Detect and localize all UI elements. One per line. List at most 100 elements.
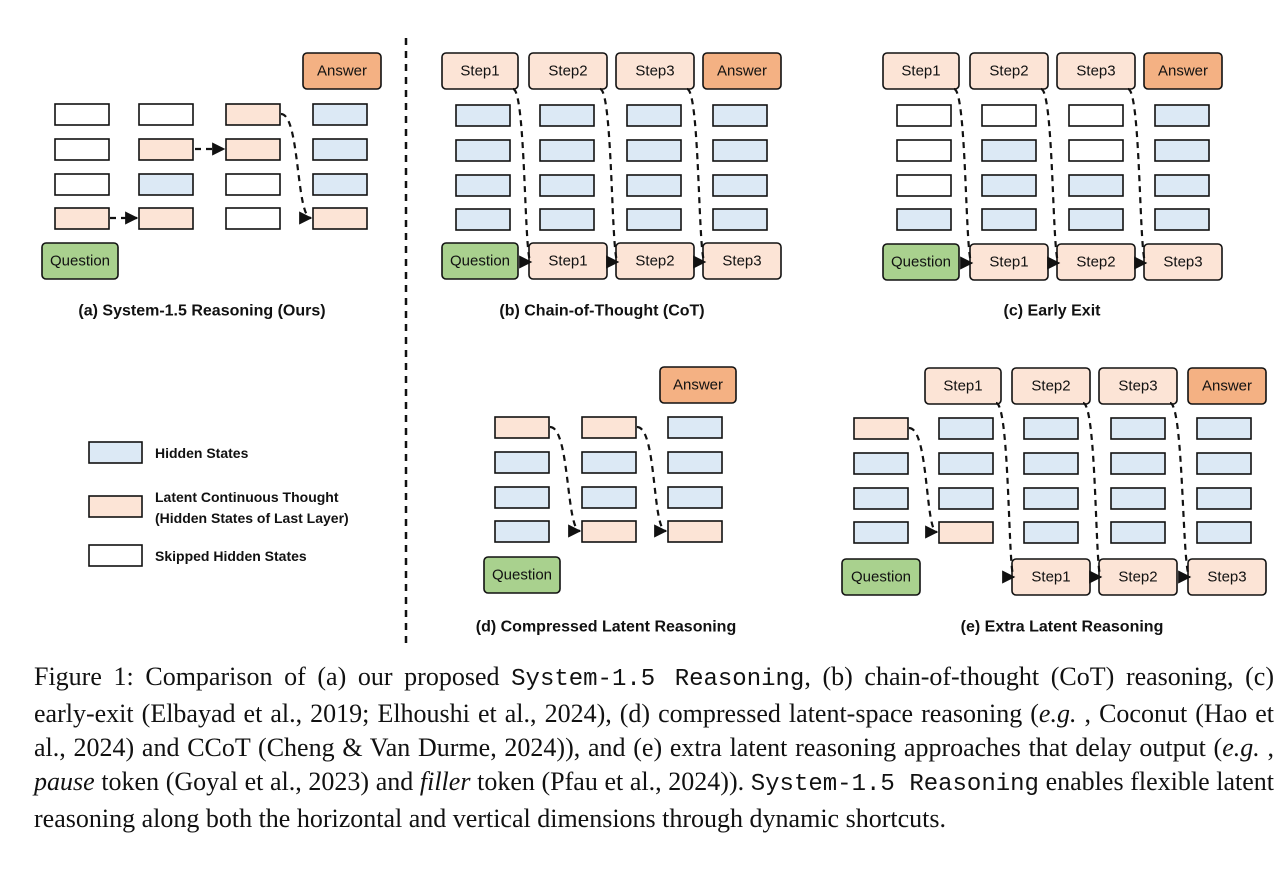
hidden-state bbox=[1154, 139, 1210, 162]
hidden-state bbox=[1196, 521, 1252, 544]
legend-label-hidden: Hidden States bbox=[155, 445, 249, 461]
hidden-state bbox=[539, 104, 595, 127]
shortcut-arrow bbox=[1126, 87, 1148, 270]
answer-label-text: Answer bbox=[673, 377, 723, 394]
caption-text: token (Goyal et al., 2023) and bbox=[94, 767, 420, 796]
hidden-state bbox=[539, 208, 595, 231]
caption-pause: pause bbox=[34, 767, 95, 796]
hidden-state bbox=[712, 139, 768, 162]
hidden-state bbox=[581, 486, 637, 509]
step1-label-text: Step1 bbox=[1031, 569, 1070, 586]
answer-label bbox=[702, 52, 782, 90]
shortcut-arrow bbox=[549, 425, 582, 538]
question-label bbox=[41, 242, 119, 280]
skipped-state bbox=[1068, 104, 1124, 127]
caption-filler: filler bbox=[419, 767, 471, 796]
step1-label-text: Step1 bbox=[901, 63, 940, 80]
hidden-state bbox=[626, 139, 682, 162]
hidden-state bbox=[1110, 417, 1166, 440]
step3-label-text: Step3 bbox=[1118, 378, 1157, 395]
hidden-state bbox=[494, 451, 550, 474]
hidden-state bbox=[494, 520, 550, 543]
panel-caption-b: (b) Chain-of-Thought (CoT) bbox=[499, 303, 704, 320]
shortcut-arrow bbox=[598, 87, 620, 269]
shortcut-arrow bbox=[908, 426, 939, 539]
hidden-state bbox=[981, 174, 1037, 197]
hidden-state bbox=[712, 174, 768, 197]
hidden-state bbox=[938, 452, 994, 475]
hidden-state bbox=[712, 208, 768, 231]
answer-label-text: Answer bbox=[717, 63, 767, 80]
latent-thought bbox=[853, 417, 909, 440]
step3-label-text: Step3 bbox=[1207, 569, 1246, 586]
hidden-state bbox=[581, 451, 637, 474]
skipped-state bbox=[54, 173, 110, 196]
step2-label bbox=[969, 52, 1049, 90]
hidden-state bbox=[896, 208, 952, 231]
hidden-state bbox=[1154, 104, 1210, 127]
step1-label bbox=[882, 52, 960, 90]
latent-thought bbox=[494, 416, 550, 439]
caption-text: , Coconut (Hao et al., 2024) and CCoT (C… bbox=[34, 699, 1275, 762]
step2-label-text: Step2 bbox=[548, 63, 587, 80]
hidden-state bbox=[455, 104, 511, 127]
hidden-state bbox=[626, 104, 682, 127]
shortcut-arrow bbox=[511, 87, 533, 269]
hidden-state bbox=[1154, 208, 1210, 231]
skipped-state bbox=[225, 173, 281, 196]
hidden-state bbox=[494, 486, 550, 509]
legend-swatch-skipped bbox=[88, 544, 143, 567]
caption-eg: e.g. bbox=[1038, 699, 1077, 728]
hidden-state bbox=[1068, 208, 1124, 231]
step1-label-text: Step1 bbox=[989, 254, 1028, 271]
caption-text: , (b) chain-of-thought (CoT) reasoning, … bbox=[34, 662, 1275, 728]
answer-label-text: Answer bbox=[1202, 378, 1252, 395]
legend-label-latent-2: (Hidden States of Last Layer) bbox=[155, 510, 349, 526]
step3-label bbox=[615, 52, 695, 90]
skipped-state bbox=[896, 139, 952, 162]
caption-method-name: System-1.5 Reasoning bbox=[511, 666, 805, 693]
skipped-state bbox=[138, 103, 194, 126]
question-label-text: Question bbox=[450, 253, 510, 270]
step3-label-text: Step3 bbox=[722, 253, 761, 270]
skipped-state bbox=[54, 138, 110, 161]
question-label-text: Question bbox=[50, 253, 110, 270]
hidden-state bbox=[138, 173, 194, 196]
latent-thought bbox=[225, 138, 281, 161]
step3-label bbox=[1098, 367, 1178, 405]
step2-label-text: Step2 bbox=[989, 63, 1028, 80]
step1-label-text: Step1 bbox=[943, 378, 982, 395]
hidden-state bbox=[667, 451, 723, 474]
caption-text: Figure 1: Comparison of (a) our proposed bbox=[34, 662, 512, 691]
panel-caption-e: (e) Extra Latent Reasoning bbox=[961, 619, 1164, 636]
panel-caption-d: (d) Compressed Latent Reasoning bbox=[476, 619, 736, 636]
hidden-state bbox=[626, 208, 682, 231]
legend-label-skipped: Skipped Hidden States bbox=[155, 548, 307, 564]
skipped-state bbox=[225, 207, 281, 230]
latent-thought bbox=[581, 520, 637, 543]
caption-text: , bbox=[1259, 733, 1275, 762]
shortcut-arrow bbox=[280, 112, 313, 225]
skipped-state bbox=[896, 174, 952, 197]
hidden-state bbox=[1110, 487, 1166, 510]
hidden-state bbox=[1196, 417, 1252, 440]
latent-thought bbox=[312, 207, 368, 230]
hidden-state bbox=[1154, 174, 1210, 197]
step1-label-text: Step1 bbox=[548, 253, 587, 270]
shortcut-arrow bbox=[1081, 401, 1103, 584]
step3-label-text: Step3 bbox=[1076, 63, 1115, 80]
step3-label-text: Step3 bbox=[635, 63, 674, 80]
figure-caption: Figure 1: Comparison of (a) our proposed… bbox=[34, 660, 1274, 836]
answer-label bbox=[302, 52, 382, 90]
step2-label-text: Step2 bbox=[1076, 254, 1115, 271]
question-label-text: Question bbox=[851, 569, 911, 586]
shortcut-arrow bbox=[994, 401, 1016, 584]
caption-eg: e.g. bbox=[1222, 733, 1260, 762]
hidden-state bbox=[1196, 487, 1252, 510]
question-label-text: Question bbox=[891, 254, 951, 271]
step3-label bbox=[1056, 52, 1136, 90]
caption-method-name: System-1.5 Reasoning bbox=[750, 771, 1039, 798]
answer-label bbox=[659, 366, 737, 404]
question-label bbox=[882, 243, 960, 281]
